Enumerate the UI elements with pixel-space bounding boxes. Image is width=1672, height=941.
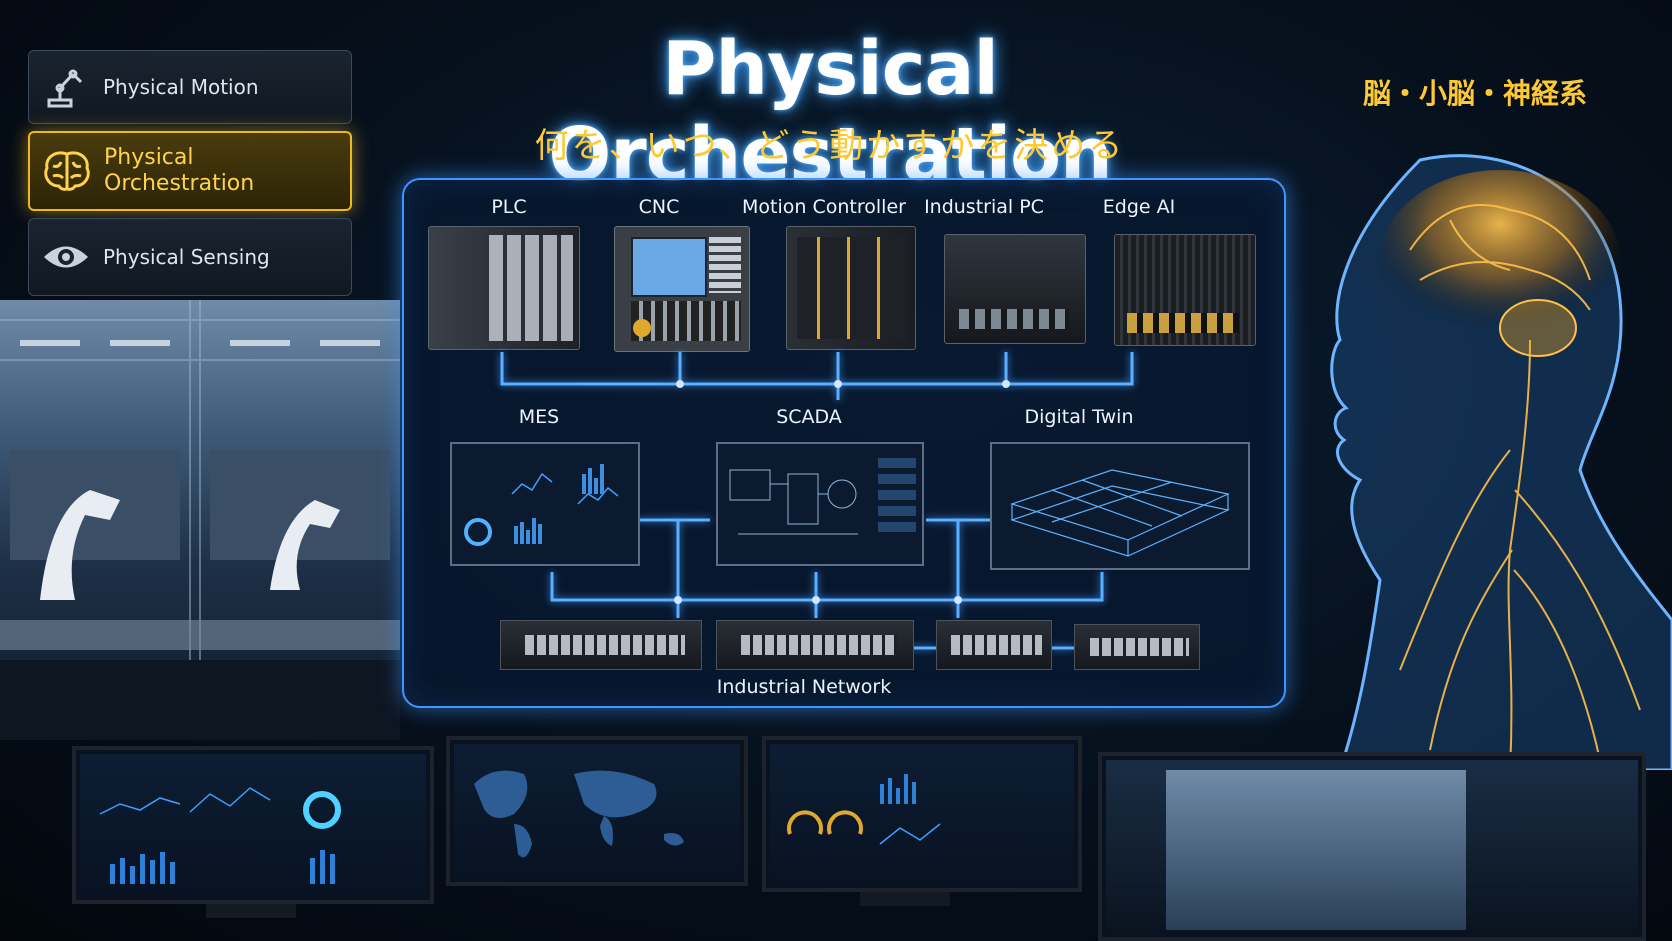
- orchestration-diagram-panel: PLC CNC Motion Controller Industrial PC …: [402, 178, 1286, 708]
- network-switch: [500, 620, 702, 670]
- plc-device: [428, 226, 580, 350]
- device-label-edge-ai: Edge AI: [1102, 196, 1176, 218]
- eye-icon: [29, 242, 103, 272]
- industrial-pc-device: [944, 234, 1086, 344]
- motion-controller-device: [786, 226, 916, 350]
- page-title: Physical Orchestration: [548, 26, 1112, 198]
- nav-item-physical-sensing[interactable]: Physical Sensing: [28, 218, 352, 296]
- digital-twin-screen: [990, 442, 1250, 570]
- mes-dashboard-screen: [450, 442, 640, 566]
- factory-camera-monitor: [1098, 752, 1646, 941]
- device-label-industrial-pc: Industrial PC: [924, 196, 1044, 218]
- monitor-stand: [206, 904, 296, 918]
- monitor-stand: [860, 892, 950, 906]
- cnc-device: [614, 226, 750, 352]
- factory-floor-image: [0, 300, 400, 740]
- nav-item-physical-motion[interactable]: Physical Motion: [28, 50, 352, 124]
- network-switch: [716, 620, 914, 670]
- robot-arm-icon: [29, 64, 103, 110]
- device-label-plc: PLC: [491, 196, 527, 218]
- nav-item-label: Physical Motion: [103, 75, 259, 99]
- analytics-monitor: [762, 736, 1082, 892]
- network-switch: [936, 620, 1052, 670]
- connector-lines: [500, 352, 1134, 650]
- human-nervous-system-illustration: [1300, 150, 1672, 772]
- system-label-scada: SCADA: [776, 406, 842, 428]
- brain-icon: [30, 148, 104, 194]
- network-label: Industrial Network: [716, 676, 892, 698]
- brain-label: 脳・小脳・神経系: [1362, 77, 1587, 110]
- device-label-cnc: CNC: [638, 196, 680, 218]
- system-label-digital-twin: Digital Twin: [1024, 406, 1134, 428]
- edge-ai-device: [1114, 234, 1256, 346]
- page-subtitle: 何を、いつ、どう動かすかを決める: [534, 126, 1126, 166]
- scada-dashboard-screen: [716, 442, 924, 566]
- world-map-monitor: [446, 736, 748, 886]
- device-label-motion-controller: Motion Controller: [742, 196, 906, 218]
- system-label-mes: MES: [518, 406, 560, 428]
- nav-item-label: Physical Orchestration: [104, 145, 255, 196]
- network-switch: [1074, 624, 1200, 670]
- dashboard-monitor: [72, 746, 434, 904]
- nav-item-physical-orchestration[interactable]: Physical Orchestration: [28, 131, 352, 211]
- nav-item-label: Physical Sensing: [103, 245, 270, 269]
